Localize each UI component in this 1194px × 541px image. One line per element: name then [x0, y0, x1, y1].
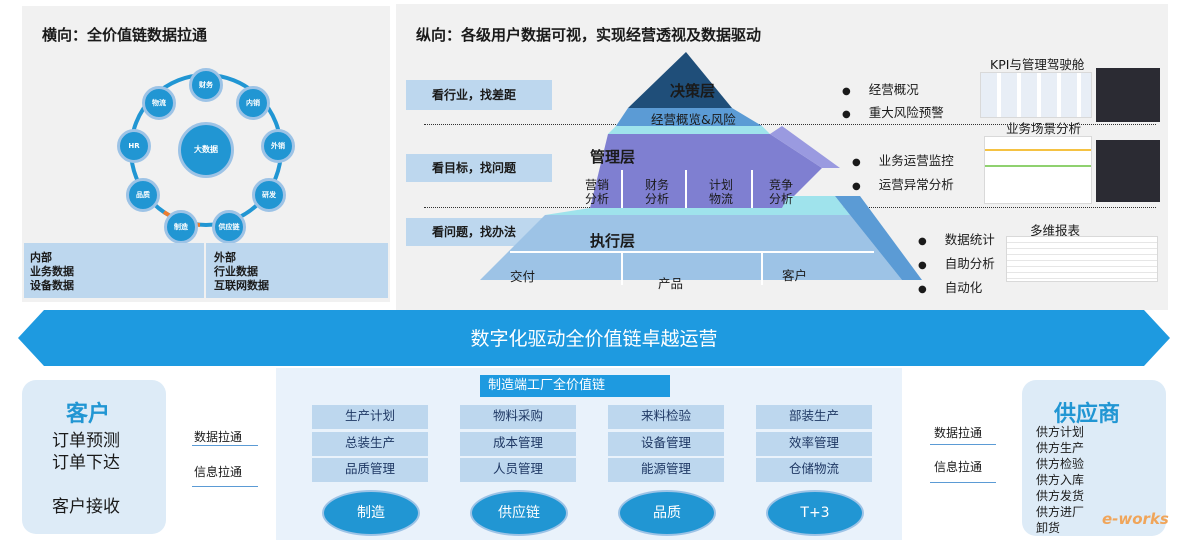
bullet-anomaly: 运营异常分析: [852, 174, 954, 193]
cell-material-purchase: 物料采购: [460, 405, 576, 429]
thumb-title-scenario: 业务场景分析: [1006, 121, 1082, 136]
bullet-overview: 经营概况: [842, 79, 919, 98]
flow-right-data-arrow: [930, 444, 996, 445]
supplier-items: 供方计划 供方生产 供方检验 供方入库 供方发货 供方进厂 卸货: [1036, 424, 1084, 536]
eworks-watermark: e-works: [1102, 510, 1169, 528]
supplier-item: 供方发货: [1036, 489, 1085, 503]
flow-left-info-arrow: [192, 486, 258, 487]
scenario-thumbnail: [984, 136, 1092, 204]
flow-right-info: 信息拉通: [934, 460, 983, 474]
node-manufacturing: 制造: [164, 210, 198, 244]
thumb-title-report: 多维报表: [1030, 223, 1081, 238]
circle-supply-chain[interactable]: 供应链: [470, 490, 568, 536]
cell-staff-mgmt: 人员管理: [460, 458, 576, 482]
thumb-title-kpi: KPI与管理驾驶舱: [990, 57, 1085, 72]
flow-right-info-arrow: [930, 482, 996, 483]
banner-text: 数字化驱动全价值链卓越运营: [470, 328, 718, 350]
circle-manufacturing[interactable]: 制造: [322, 490, 420, 536]
internal-line-3: 设备数据: [30, 279, 74, 292]
customer-item-forecast: 订单预测: [52, 431, 120, 451]
flow-left-data: 数据拉通: [194, 430, 243, 444]
supplier-item: 供方进厂: [1036, 505, 1085, 519]
supplier-item: 供方入库: [1036, 473, 1085, 487]
scenario-dark-thumbnail: [1096, 140, 1160, 202]
level-top-sub: 经营概览&风险: [651, 112, 736, 127]
report-thumbnail: [1006, 236, 1158, 282]
bottom-cell-delivery: 交付: [510, 269, 536, 284]
node-logistics: 物流: [142, 86, 176, 120]
pyramid: [480, 52, 922, 285]
internal-line-1: 内部: [30, 251, 52, 264]
big-data-center: 大数据: [178, 122, 234, 178]
flow-left-data-arrow: [192, 445, 258, 446]
cell-warehouse-logistics: 仓储物流: [756, 458, 872, 482]
bottom-cell-product: 产品: [658, 276, 684, 291]
node-rnd: 研发: [252, 178, 286, 212]
external-data-box: 外部 行业数据 互联网数据: [206, 243, 388, 298]
mid-cell-planning: 计划 物流: [708, 178, 733, 206]
big-data-label: 大数据: [194, 145, 218, 154]
external-line-2: 行业数据: [214, 265, 258, 278]
bullet-statistics: 数据统计: [918, 229, 995, 248]
supplier-box: [1022, 380, 1166, 536]
level-mid-name: 管理层: [590, 148, 636, 166]
separator-1: [424, 124, 1156, 125]
cell-equipment-mgmt: 设备管理: [608, 432, 724, 456]
node-export-sales: 外销: [261, 129, 295, 163]
left-panel-title: 横向：全价值链数据拉通: [42, 26, 208, 44]
label-industry-gap: 看行业，找差距: [406, 80, 552, 110]
cell-production-plan: 生产计划: [312, 405, 428, 429]
node-supply-chain: 供应链: [212, 210, 246, 244]
mid-cell-finance: 财务 分析: [644, 178, 669, 206]
cell-quality-mgmt: 品质管理: [312, 458, 428, 482]
bullet-risk: 重大风险预警: [842, 102, 944, 121]
bullet-automation: 自动化: [918, 277, 983, 296]
kpi-dark-thumbnail: [1096, 68, 1160, 122]
external-line-3: 互联网数据: [214, 279, 269, 292]
node-hr: HR: [117, 129, 151, 163]
external-line-1: 外部: [214, 251, 236, 264]
internal-data-box: 内部 业务数据 设备数据: [24, 243, 204, 298]
cell-cost-mgmt: 成本管理: [460, 432, 576, 456]
supplier-item: 供方生产: [1036, 441, 1085, 455]
circle-quality[interactable]: 品质: [618, 490, 716, 536]
kpi-dashboard-thumbnail: [980, 72, 1092, 118]
cell-sub-assembly: 部装生产: [756, 405, 872, 429]
supplier-title: 供应商: [1054, 402, 1121, 427]
supplier-item: 供方计划: [1036, 425, 1085, 439]
node-quality: 品质: [126, 178, 160, 212]
mid-cell-marketing: 营销 分析: [584, 178, 609, 206]
banner-arrow: [18, 310, 1170, 366]
flow-right-data: 数据拉通: [934, 426, 983, 440]
cell-efficiency-mgmt: 效率管理: [756, 432, 872, 456]
bottom-cell-customer: 客户: [782, 268, 808, 283]
factory-title: 制造端工厂全价值链: [480, 375, 670, 397]
label-target-problem: 看目标，找问题: [406, 154, 552, 182]
internal-line-2: 业务数据: [30, 265, 74, 278]
customer-item-receive: 客户接收: [52, 497, 120, 517]
node-domestic-sales: 内销: [236, 86, 270, 120]
node-finance: 财务: [189, 68, 223, 102]
mid-cell-competition: 竞争 分析: [768, 178, 793, 206]
flow-left-info: 信息拉通: [194, 465, 243, 479]
supplier-item: 供方检验: [1036, 457, 1085, 471]
bullet-monitor: 业务运营监控: [852, 150, 954, 169]
bullet-self-service: 自助分析: [918, 253, 995, 272]
right-panel-title: 纵向：各级用户数据可视，实现经营透视及数据驱动: [416, 26, 762, 44]
cell-assembly: 总装生产: [312, 432, 428, 456]
customer-box: [22, 380, 166, 534]
level-top-name: 决策层: [670, 82, 716, 100]
cell-incoming-inspection: 来料检验: [608, 405, 724, 429]
customer-item-order: 订单下达: [52, 453, 120, 473]
level-bottom-name: 执行层: [590, 232, 636, 250]
circle-t-plus-3[interactable]: T+3: [766, 490, 864, 536]
customer-title: 客户: [66, 402, 111, 427]
supplier-item: 卸货: [1036, 521, 1061, 535]
cell-energy-mgmt: 能源管理: [608, 458, 724, 482]
